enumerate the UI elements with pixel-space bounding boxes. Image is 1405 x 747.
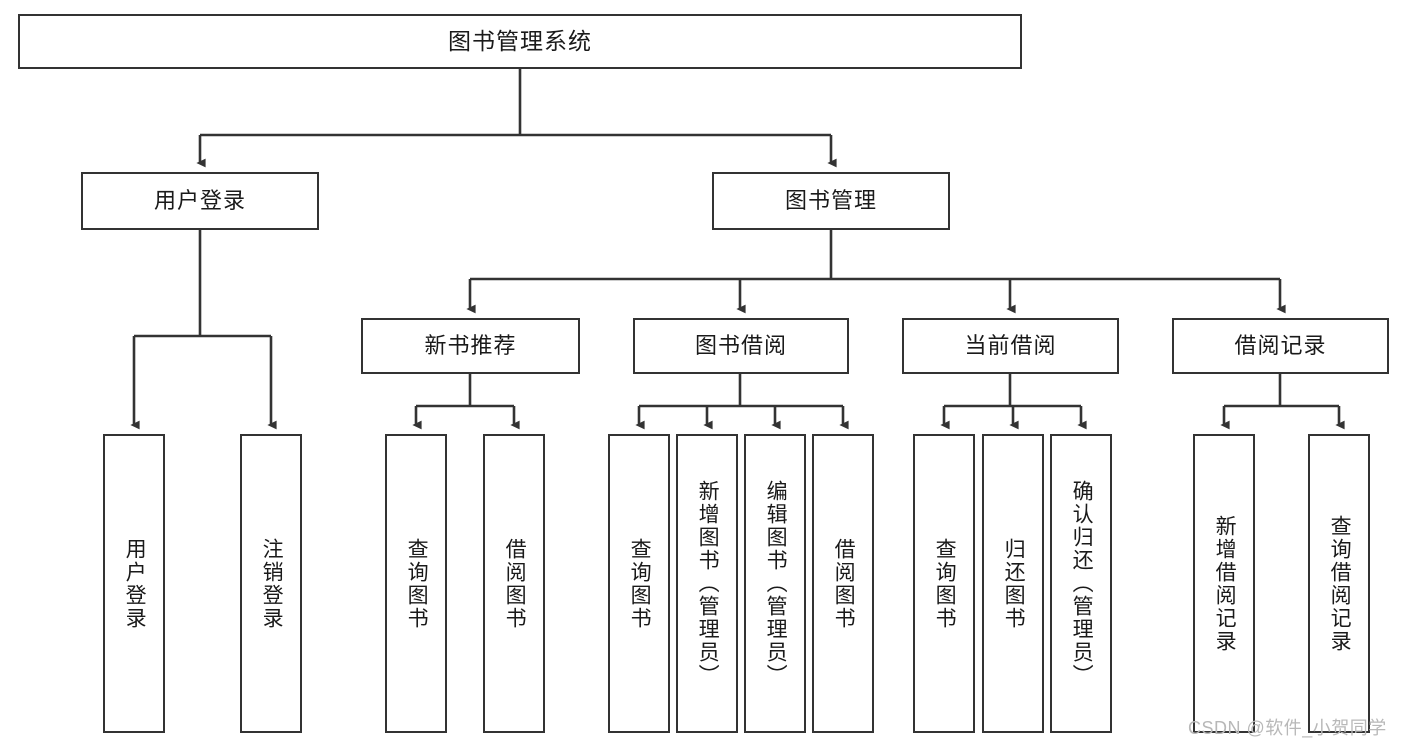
leaf-add-borrow-record[interactable]: 新增借阅记录 (1193, 434, 1255, 733)
node-level1-book-management[interactable]: 图书管理 (712, 172, 950, 230)
leaf-logout[interactable]: 注销登录 (240, 434, 302, 733)
node-level2-new-book-recommendation[interactable]: 新书推荐 (361, 318, 580, 374)
leaf-query-books-current[interactable]: 查询图书 (913, 434, 975, 733)
leaf-query-books-newbook[interactable]: 查询图书 (385, 434, 447, 733)
node-root-library-management-system[interactable]: 图书管理系统 (18, 14, 1022, 69)
node-level2-borrowing-records[interactable]: 借阅记录 (1172, 318, 1389, 374)
node-level2-current-borrowing[interactable]: 当前借阅 (902, 318, 1119, 374)
leaf-return-books[interactable]: 归还图书 (982, 434, 1044, 733)
csdn-watermark: CSDN @软件_小贺同学 (1188, 718, 1387, 738)
leaf-borrow-books[interactable]: 借阅图书 (812, 434, 874, 733)
leaf-add-book-admin[interactable]: 新增图书（管理员） (676, 434, 738, 733)
leaf-edit-book-admin[interactable]: 编辑图书（管理员） (744, 434, 806, 733)
leaf-confirm-return-admin[interactable]: 确认归还（管理员） (1050, 434, 1112, 733)
node-level2-book-borrowing[interactable]: 图书借阅 (633, 318, 849, 374)
leaf-query-books-borrowing[interactable]: 查询图书 (608, 434, 670, 733)
leaf-borrow-books-newbook[interactable]: 借阅图书 (483, 434, 545, 733)
leaf-user-login[interactable]: 用户登录 (103, 434, 165, 733)
node-level1-user-login[interactable]: 用户登录 (81, 172, 319, 230)
leaf-query-borrow-record[interactable]: 查询借阅记录 (1308, 434, 1370, 733)
